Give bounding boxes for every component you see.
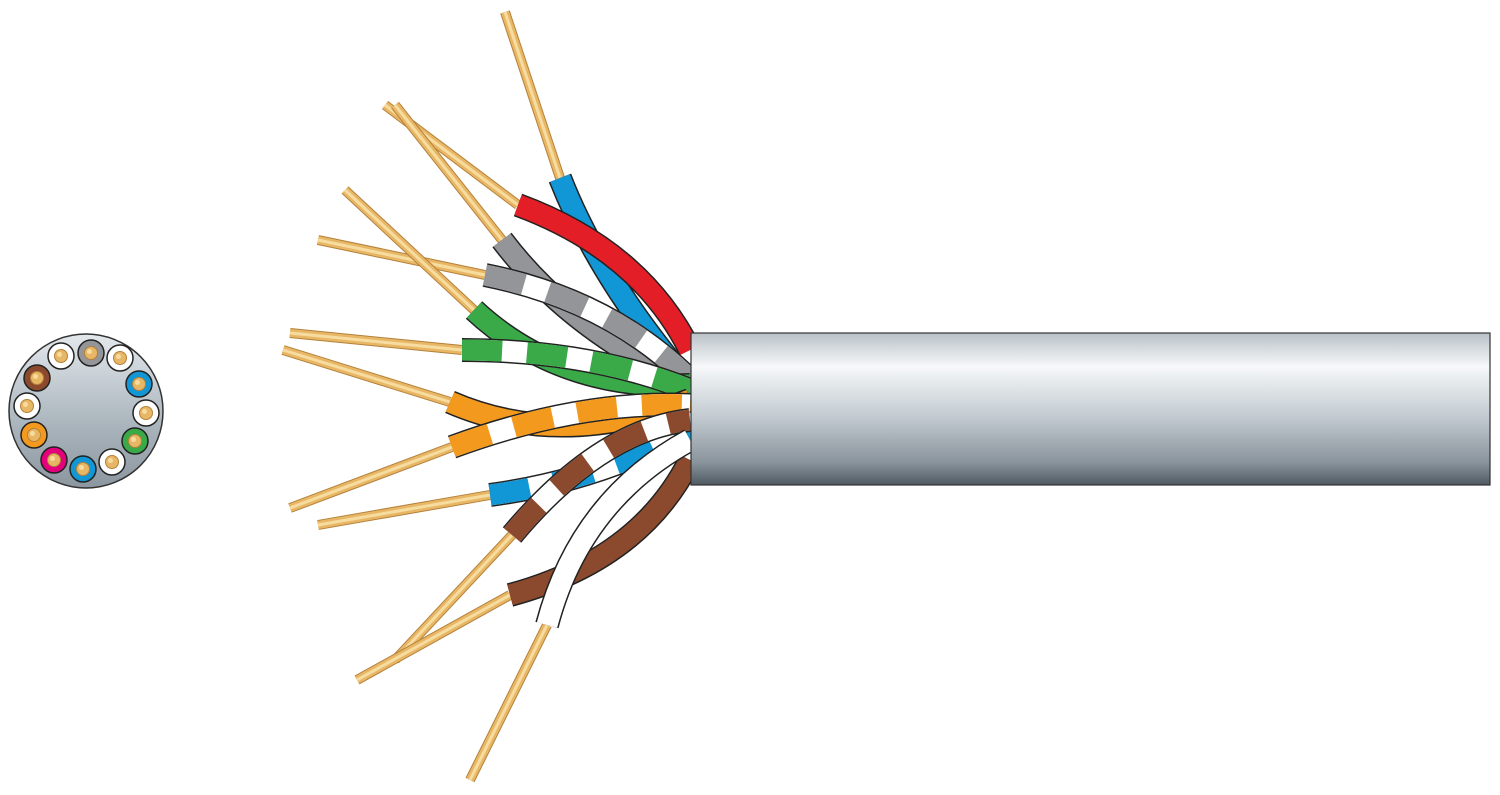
cable-jacket	[690, 332, 1491, 486]
core-cross-section	[23, 364, 51, 392]
wire-core	[316, 235, 699, 389]
cable-cross-section	[8, 333, 164, 489]
core-cross-section	[40, 446, 68, 474]
wire-core	[391, 408, 692, 664]
core-cross-section	[69, 455, 97, 483]
wire-fan	[281, 10, 701, 783]
wire-core	[288, 392, 691, 513]
wire-core	[289, 328, 695, 402]
wire-stripe	[482, 264, 698, 388]
core-cross-section	[132, 399, 160, 427]
wire-stripe	[488, 420, 696, 506]
core-cross-section	[98, 448, 126, 476]
core-cross-section	[121, 427, 149, 455]
wire-stripe	[461, 339, 694, 400]
core-cross-section	[125, 370, 153, 398]
wire-stripe	[448, 394, 691, 457]
core-cross-section	[47, 342, 75, 370]
core-cross-section	[77, 339, 105, 367]
core-cross-section	[20, 421, 48, 449]
wire-core	[354, 454, 701, 685]
wire-core	[465, 429, 696, 783]
wire-stripe	[503, 409, 692, 542]
core-cross-section	[106, 344, 134, 372]
core-cross-section	[13, 392, 41, 420]
